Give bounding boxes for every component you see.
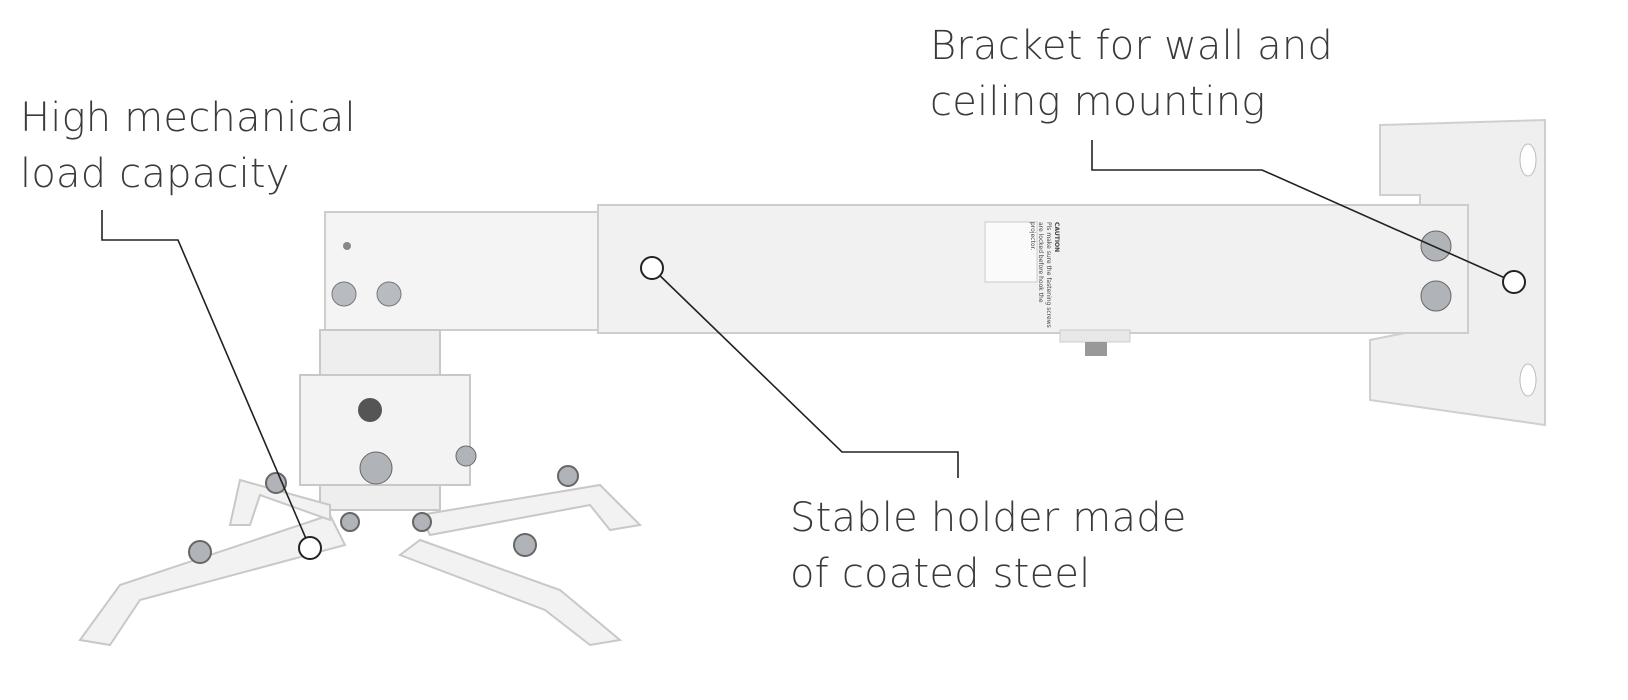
callout-bracket-line1: Bracket for wall and — [930, 23, 1334, 69]
swivel-joint — [299, 329, 477, 511]
extension-arm — [324, 204, 1469, 356]
callout-dot-load — [298, 536, 322, 560]
callout-load-capacity: High mechanical load capacity — [20, 90, 356, 202]
caution-body: Pls make sure the fastening screws are l… — [1029, 222, 1052, 328]
callout-dot-holder — [640, 256, 664, 280]
caution-sticker — [984, 221, 1038, 283]
callout-line-load — [101, 210, 311, 549]
callout-holder: Stable holder made of coated steel — [790, 490, 1187, 602]
callout-line-holder — [651, 267, 959, 478]
caution-label-text: CAUTION Pls make sure the fastening scre… — [1000, 222, 1060, 332]
callout-holder-line2: of coated steel — [790, 551, 1091, 597]
callout-bracket-line2: ceiling mounting — [930, 79, 1266, 125]
callout-line-bracket — [1091, 140, 1515, 283]
caution-title: CAUTION — [1053, 222, 1060, 253]
callout-bracket: Bracket for wall and ceiling mounting — [930, 18, 1333, 130]
callout-load-line2: load capacity — [20, 151, 290, 197]
callout-lines — [101, 140, 1515, 549]
callout-load-line1: High mechanical — [20, 95, 356, 141]
callout-dot-bracket — [1502, 270, 1526, 294]
spider-base — [78, 465, 643, 647]
callout-holder-line1: Stable holder made — [790, 495, 1187, 541]
